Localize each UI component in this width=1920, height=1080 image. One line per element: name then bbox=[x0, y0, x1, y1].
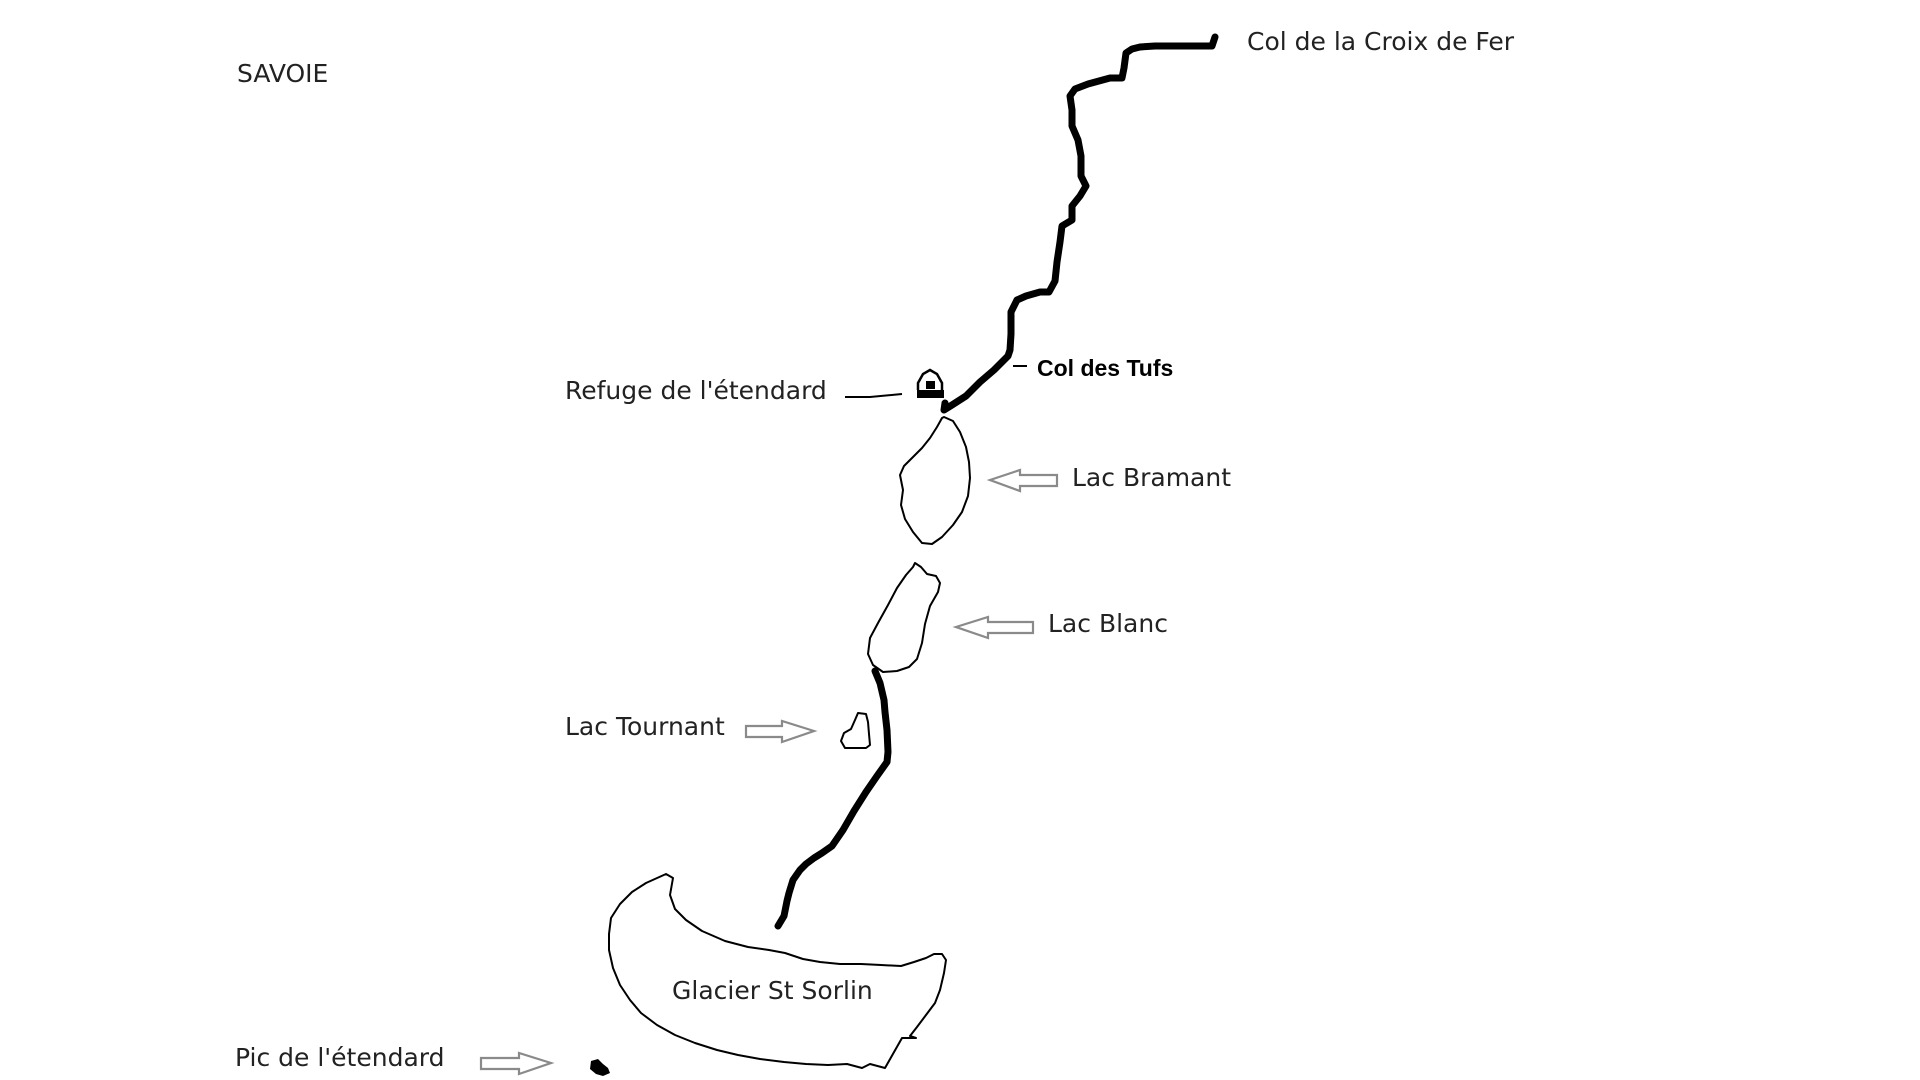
label-lac-blanc: Lac Blanc bbox=[1048, 609, 1168, 638]
label-glacier-st-sorlin: Glacier St Sorlin bbox=[672, 976, 873, 1005]
label-col-croix-de-fer: Col de la Croix de Fer bbox=[1247, 27, 1515, 56]
lac-bramant-outline bbox=[899, 416, 971, 545]
refuge-leader-line bbox=[845, 393, 903, 398]
hollow-arrow-icon bbox=[744, 719, 818, 744]
hollow-arrow-icon bbox=[479, 1051, 555, 1076]
label-lac-bramant: Lac Bramant bbox=[1072, 463, 1231, 492]
hut-icon bbox=[916, 368, 944, 398]
hollow-arrow-icon bbox=[986, 468, 1059, 493]
trail-lower bbox=[774, 667, 892, 930]
label-pic-etendard: Pic de l'étendard bbox=[235, 1043, 445, 1072]
lac-blanc-outline bbox=[867, 562, 941, 673]
hollow-arrow-icon bbox=[952, 615, 1035, 640]
trail-upper bbox=[940, 33, 1219, 414]
label-refuge: Refuge de l'étendard bbox=[565, 376, 827, 405]
region-title: SAVOIE bbox=[237, 59, 328, 88]
label-col-des-tufs: Col des Tufs bbox=[1037, 355, 1173, 381]
summit-marker-icon bbox=[590, 1059, 610, 1076]
glacier-st-sorlin-outline bbox=[608, 873, 947, 1069]
label-lac-tournant: Lac Tournant bbox=[565, 712, 725, 741]
lac-tournant-outline bbox=[840, 712, 871, 749]
